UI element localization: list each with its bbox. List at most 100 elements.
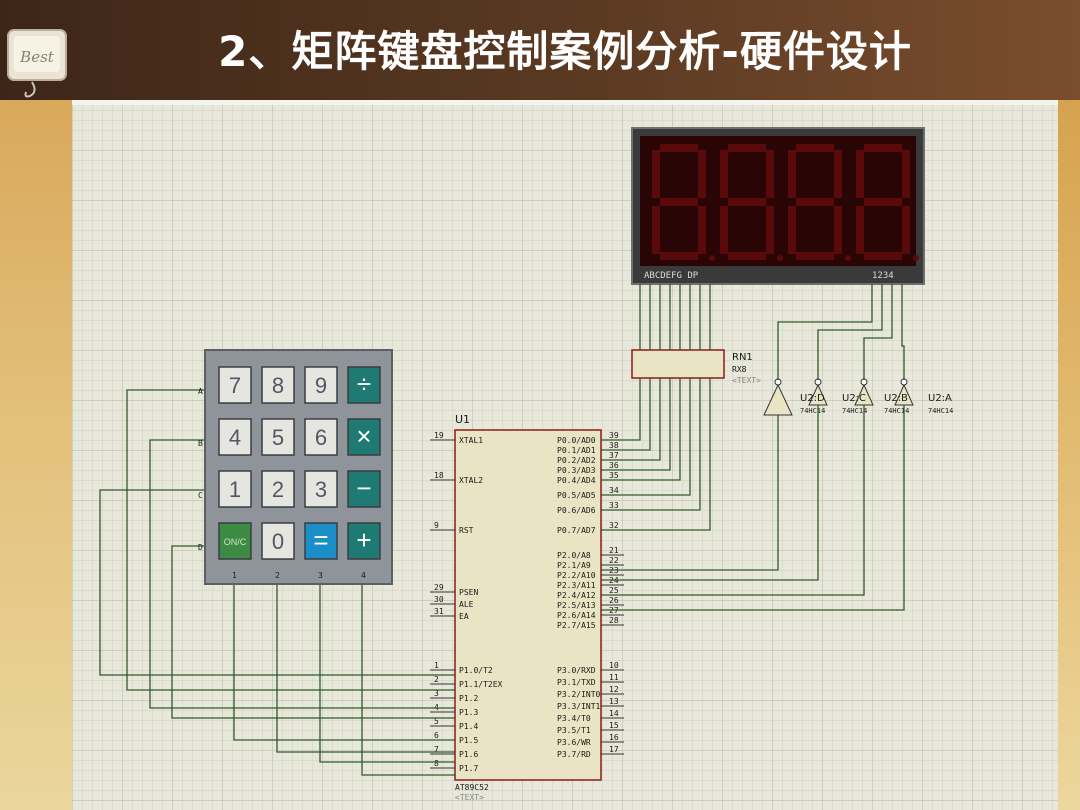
mcu-right-pin-name-7: P0.7/AD7 [557, 526, 596, 535]
display-digit-3: 8 [788, 144, 851, 261]
key-label-15: = [313, 525, 328, 555]
mcu-right-pin-name-3: P0.3/AD3 [557, 466, 596, 475]
key-11[interactable]: 3 [304, 470, 338, 508]
driver-ref-0: U2:D [800, 393, 825, 404]
key-label-1: 7 [229, 373, 241, 398]
key-label-13: ON/C [224, 537, 247, 547]
mcu-right-pin-num-15: 28 [609, 616, 619, 625]
mcu-right-pin-num-0: 39 [609, 431, 619, 440]
key-label-11: 3 [315, 477, 327, 502]
keypad-col-label-3: 3 [318, 571, 323, 580]
mcu-right-pin-name-4: P0.4/AD4 [557, 476, 596, 485]
resistor-value: RX8 [732, 365, 747, 374]
logo-text: Best [19, 48, 55, 66]
key-2[interactable]: 8 [261, 366, 295, 404]
mcu-left-pin-num-11: 6 [434, 731, 439, 740]
mcu-right-pin-name-9: P2.1/A9 [557, 561, 591, 570]
mcu-left-pin-num-6: 1 [434, 661, 439, 670]
key-label-16: + [356, 525, 371, 555]
mcu-right-pin-num-21: 15 [609, 721, 619, 730]
driver-gate-c[interactable] [808, 378, 828, 406]
mcu-right-pin-num-12: 25 [609, 586, 619, 595]
key-label-8: × [356, 421, 371, 451]
seven-segment-display[interactable]: 8888 ABCDEFG DP 1234 [631, 127, 925, 285]
mcu-right-pin-num-18: 12 [609, 685, 619, 694]
keypad-col-label-2: 2 [275, 571, 280, 580]
driver-gates[interactable]: U2:D U2:C U2:B U2:A 74HC14 74HC14 74HC14… [763, 378, 953, 416]
mcu-right-pin-name-16: P3.0/RXD [557, 666, 596, 675]
key-4[interactable]: ÷ [347, 366, 381, 404]
mcu-left-pin-name-9: P1.3 [459, 708, 478, 717]
key-14[interactable]: 0 [261, 522, 295, 560]
mcu-right-pin-num-23: 17 [609, 745, 619, 754]
mcu-right-pin-name-10: P2.2/A10 [557, 571, 596, 580]
key-9[interactable]: 1 [218, 470, 252, 508]
mcu-left-pin-num-0: 19 [434, 431, 444, 440]
key-10[interactable]: 2 [261, 470, 295, 508]
mcu-right-pin-name-13: P2.5/A13 [557, 601, 596, 610]
key-7[interactable]: 6 [304, 418, 338, 456]
mcu-right-pin-name-1: P0.1/AD1 [557, 446, 596, 455]
key-6[interactable]: 5 [261, 418, 295, 456]
display-digit-2: 8 [720, 144, 783, 261]
key-label-4: ÷ [357, 369, 371, 399]
driver-part-3: 74HC14 [928, 407, 953, 415]
mcu-left-pin-num-1: 18 [434, 471, 444, 480]
key-8[interactable]: × [347, 418, 381, 456]
keypad-col-label-4: 4 [361, 571, 366, 580]
display-digit-label: 1234 [872, 271, 894, 281]
mcu-right-pin-name-8: P2.0/A8 [557, 551, 591, 560]
mcu-left-pin-name-10: P1.4 [459, 722, 478, 731]
key-12[interactable]: − [347, 470, 381, 508]
key-label-12: − [356, 473, 371, 503]
keypad-row-label-C: C [198, 491, 203, 500]
key-1[interactable]: 7 [218, 366, 252, 404]
mcu-left-pin-name-11: P1.5 [459, 736, 478, 745]
key-label-9: 1 [229, 477, 241, 502]
mcu-chip[interactable]: U1 AT89C52 <TEXT> 19XTAL118XTAL29RST29PS… [430, 413, 624, 802]
mcu-right-pin-name-22: P3.6/WR [557, 738, 591, 747]
key-label-5: 4 [229, 425, 241, 450]
mcu-right-pin-num-22: 16 [609, 733, 619, 742]
mcu-left-pin-num-2: 9 [434, 521, 439, 530]
key-5[interactable]: 4 [218, 418, 252, 456]
key-15[interactable]: = [304, 522, 338, 560]
mcu-right-pin-name-6: P0.6/AD6 [557, 506, 596, 515]
mcu-left-pin-name-5: EA [459, 612, 469, 621]
keypad-row-label-A: A [198, 387, 203, 396]
key-label-2: 8 [272, 373, 284, 398]
mcu-right-pin-num-8: 21 [609, 546, 619, 555]
mcu-right-pin-num-7: 32 [609, 521, 619, 530]
mcu-right-pin-num-13: 26 [609, 596, 619, 605]
title-bar: Best 2、矩阵键盘控制案例分析-硬件设计 [0, 0, 1080, 100]
key-3[interactable]: 9 [304, 366, 338, 404]
driver-part-1: 74HC14 [842, 407, 867, 415]
key-13[interactable]: ON/C [218, 522, 252, 560]
resistor-tag: <TEXT> [732, 376, 761, 385]
wires [99, 284, 905, 776]
mcu-left-pin-name-8: P1.2 [459, 694, 478, 703]
key-16[interactable]: + [347, 522, 381, 560]
mcu-right-pin-name-18: P3.2/INT0 [557, 690, 601, 699]
key-label-6: 5 [272, 425, 284, 450]
mcu-left-pin-num-3: 29 [434, 583, 444, 592]
mcu-part: AT89C52 [455, 783, 489, 792]
mcu-right-pin-name-0: P0.0/AD0 [557, 436, 596, 445]
mcu-left-pin-name-12: P1.6 [459, 750, 478, 759]
mcu-left-pin-num-7: 2 [434, 675, 439, 684]
mcu-left-pin-num-13: 8 [434, 759, 439, 768]
key-label-3: 9 [315, 373, 327, 398]
mcu-right-pin-name-17: P3.1/TXD [557, 678, 596, 687]
mcu-left-pin-name-3: PSEN [459, 588, 478, 597]
mcu-right-pin-num-20: 14 [609, 709, 619, 718]
mcu-right-pin-name-2: P0.2/AD2 [557, 456, 596, 465]
mcu-left-pin-name-13: P1.7 [459, 764, 478, 773]
mcu-right-pin-name-12: P2.4/A12 [557, 591, 596, 600]
mcu-left-pin-num-4: 30 [434, 595, 444, 604]
mcu-left-pin-name-0: XTAL1 [459, 436, 483, 445]
mcu-left-pin-num-10: 5 [434, 717, 439, 726]
mcu-right-pin-name-23: P3.7/RD [557, 750, 591, 759]
resistor-network[interactable]: RN1 RX8 <TEXT> [631, 349, 761, 385]
mcu-left-pin-name-1: XTAL2 [459, 476, 483, 485]
